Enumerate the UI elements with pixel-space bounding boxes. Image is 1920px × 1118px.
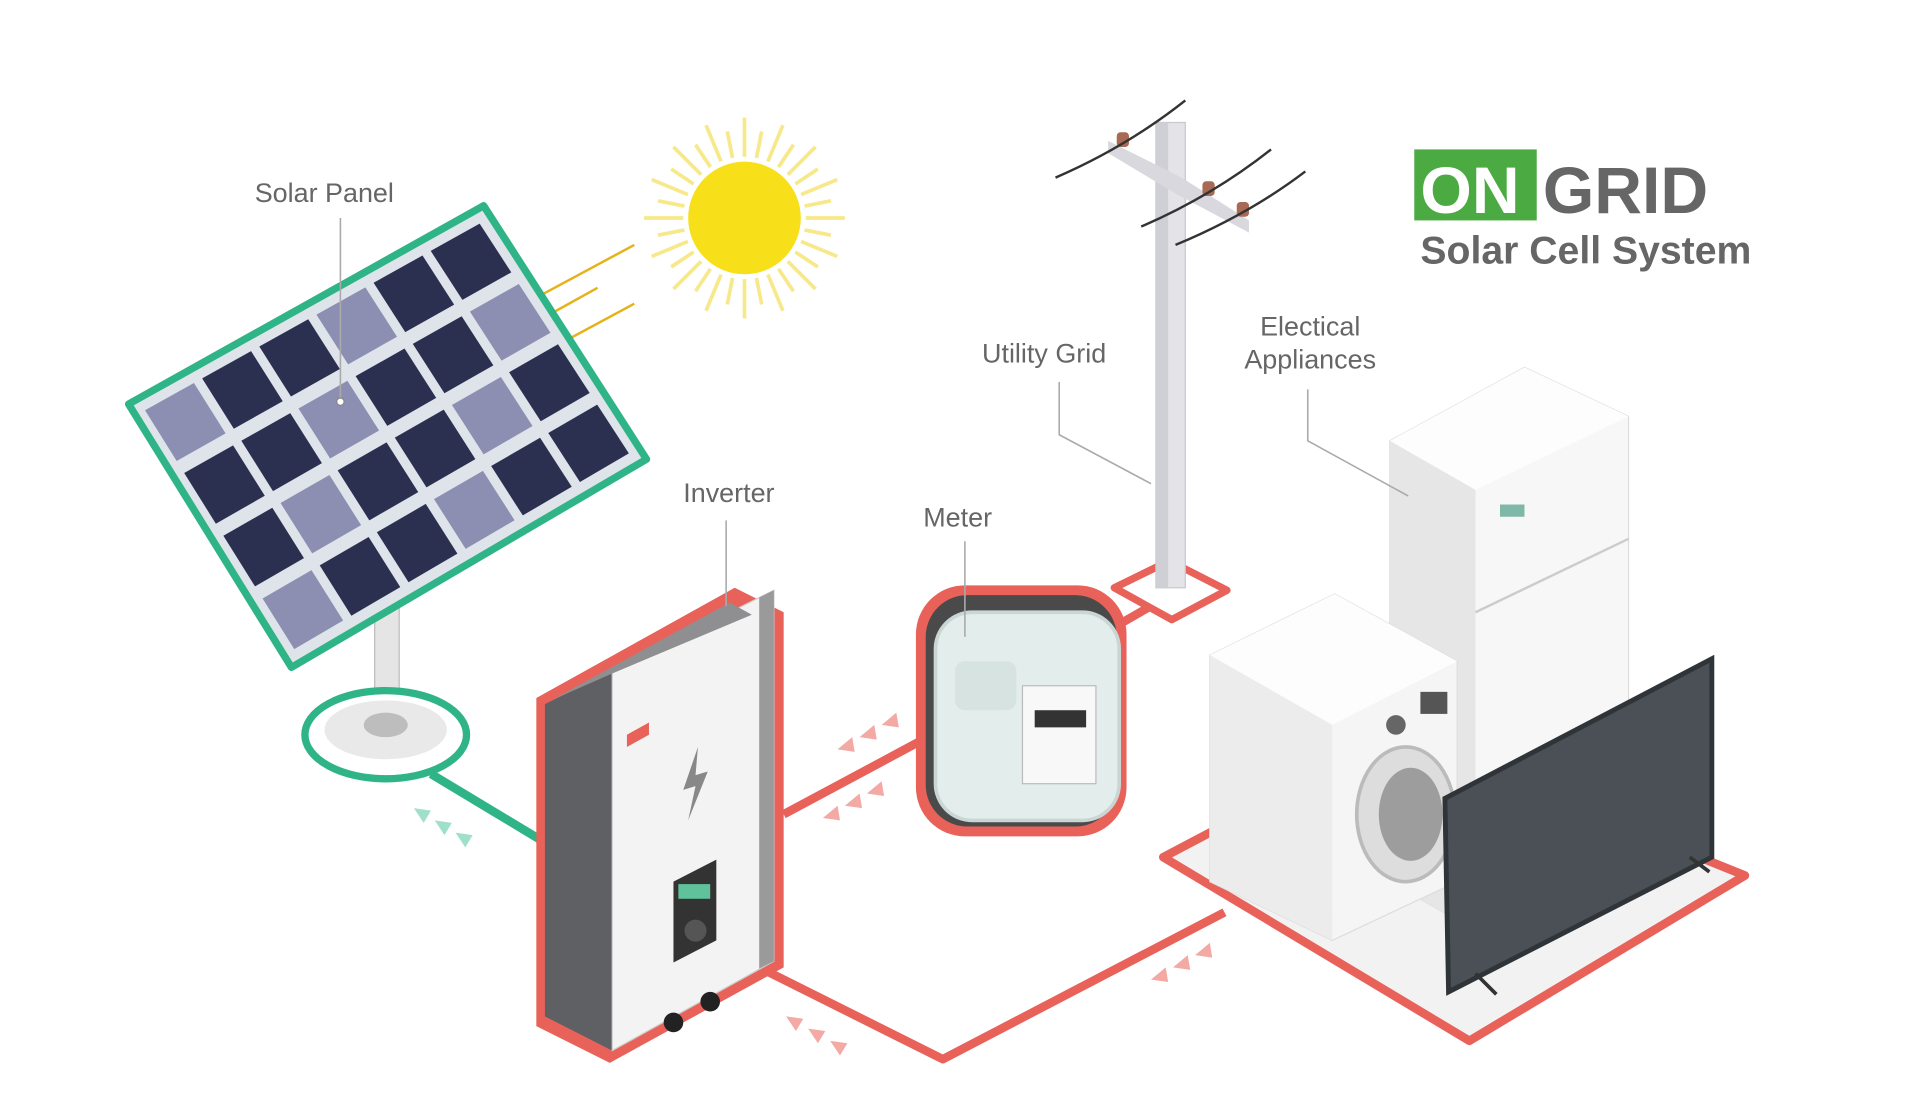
label-appliances-line2: Appliances (1244, 345, 1376, 375)
on-badge (1414, 149, 1537, 221)
sun-icon (644, 117, 845, 319)
sun-ray (786, 259, 817, 291)
solar-cell (145, 382, 226, 461)
utility-pole (1055, 99, 1307, 624)
solar-cell (202, 351, 283, 429)
solar-cell (262, 570, 344, 650)
sun-ray (754, 277, 764, 305)
solar-cell (469, 283, 551, 361)
sun-ray (794, 167, 819, 186)
sun-ray (766, 124, 785, 163)
solar-cell (316, 287, 398, 365)
solar-cell (412, 316, 494, 394)
sun-ray (693, 143, 713, 169)
sun-ray (704, 273, 723, 312)
sun-ray (657, 198, 685, 208)
sun-ray (794, 250, 819, 269)
solar-cell (280, 475, 362, 554)
sun-ray (651, 239, 689, 259)
solar-cell (491, 437, 572, 516)
sun-ray (800, 239, 838, 259)
solar-cell (509, 344, 590, 422)
title-on: ON (1420, 154, 1519, 228)
solar-cell (451, 376, 533, 455)
sun-ray (804, 198, 832, 208)
solar-cell (337, 442, 419, 521)
flow-arrows (786, 712, 1213, 1056)
label-appliances-line1: Electical (1260, 312, 1360, 342)
solar-cell (223, 507, 304, 587)
solar-cell (259, 319, 340, 397)
dc-flow-arrows (413, 808, 473, 848)
label-utility-grid: Utility Grid (982, 338, 1106, 368)
sun-ray (804, 228, 832, 237)
solar-cell (430, 223, 512, 300)
title-grid: GRID (1543, 154, 1708, 228)
solar-cell (394, 409, 476, 488)
sun-ray (766, 273, 785, 312)
electric-meter (915, 585, 1127, 837)
title-logo: ON GRID Solar Cell System (1414, 149, 1751, 272)
dc-wire (428, 770, 541, 843)
sun-ray (657, 228, 685, 237)
sun-ray (670, 250, 695, 269)
appliances (1158, 366, 1750, 1046)
television (1442, 654, 1715, 996)
label-meter: Meter (923, 503, 992, 533)
solar-cell (319, 537, 401, 616)
sun-ray (776, 143, 795, 169)
solar-cell (433, 470, 515, 549)
sun-ray (672, 259, 703, 291)
solar-cell (184, 445, 265, 524)
sun-ray (693, 267, 713, 293)
leader-lines (336, 217, 1409, 637)
solar-cell (298, 380, 380, 459)
label-solar-panel: Solar Panel (255, 178, 394, 208)
sun-ray (754, 131, 764, 159)
sun-ray (704, 124, 723, 163)
solar-cell (373, 255, 455, 333)
sun-ray (725, 277, 735, 305)
solar-cell (355, 348, 437, 426)
sun-ray (670, 167, 695, 186)
solar-cell (376, 503, 458, 583)
title-subtitle: Solar Cell System (1420, 229, 1751, 272)
solar-cell (241, 413, 322, 492)
sun-ray (786, 145, 817, 176)
solar-cell (548, 404, 629, 482)
inverter (536, 587, 784, 1063)
sun-ray (800, 177, 838, 197)
sun-ray (725, 131, 735, 159)
solar-panel (124, 202, 651, 783)
sun-ray (651, 177, 689, 197)
sun-ray (672, 145, 703, 176)
label-inverter: Inverter (683, 478, 774, 508)
washing-machine (1209, 593, 1458, 942)
sun-ray (776, 267, 795, 293)
